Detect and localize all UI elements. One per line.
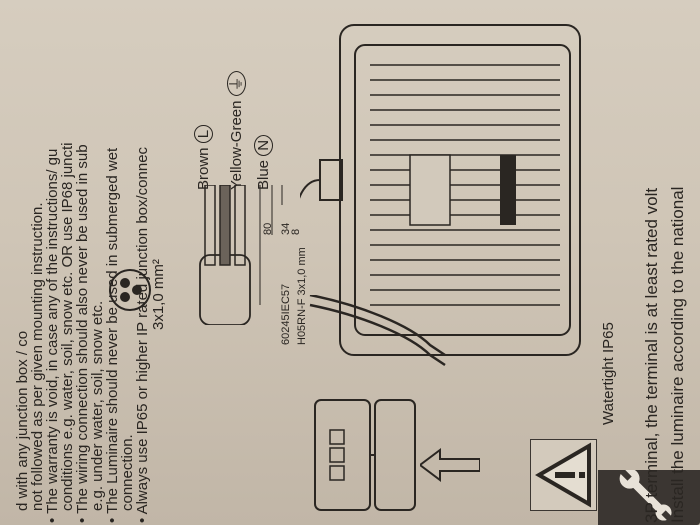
note-4-cont: not followed as per given mounting instr… <box>29 202 46 511</box>
junction-box-drawing <box>314 399 416 511</box>
dim-80: 80 <box>262 222 274 235</box>
stripped-cable-drawing <box>199 185 283 325</box>
tool-header-tab <box>598 466 700 525</box>
note-4: • The warranty is void, in case any of t… <box>44 148 61 523</box>
note-3-cont: conditions e.g. water, soil, snow etc. O… <box>59 142 76 511</box>
note-1-cont: connection. <box>119 434 136 511</box>
arrow-icon <box>420 448 480 482</box>
cable-cross-section <box>109 269 151 311</box>
watertight-label: Watertight IP65 <box>600 322 617 425</box>
earth-symbol: ⏚ <box>227 71 246 97</box>
note-2: • The Luminaire should never be used in … <box>104 147 121 523</box>
instruction-line-2: 3P terminal, the terminal is at least ra… <box>642 187 661 523</box>
note-2-cont: e.g. under water, soil, snow etc. <box>89 300 106 511</box>
cable-path <box>309 295 446 367</box>
dim-8: 8 <box>290 228 302 235</box>
wire-brown-label: Brown L <box>194 124 213 190</box>
warning-box <box>530 439 597 511</box>
instruction-line-1: Install the luminaire according to the n… <box>668 186 687 523</box>
cable-type-label: H05RN-F 3x1,0 mm <box>296 247 308 345</box>
warning-triangle-icon <box>535 442 591 508</box>
wrench-icon <box>617 466 675 524</box>
wire-blue-label: Blue N <box>254 134 273 190</box>
wire-yellow-green-label: Yellow-Green ⏚ <box>225 71 246 190</box>
heatsink-fins <box>370 64 560 306</box>
note-3: • The wiring connection should also neve… <box>74 144 91 523</box>
floodlight-drawing <box>300 24 581 356</box>
live-symbol: L <box>194 124 213 144</box>
note-1: • Always use IP65 or higher IP rated jun… <box>134 146 151 523</box>
wire-spec-label: 3x1,0 mm² <box>150 259 167 330</box>
note-5-partial: d with any junction box / co <box>14 330 31 511</box>
neutral-symbol: N <box>254 134 273 156</box>
